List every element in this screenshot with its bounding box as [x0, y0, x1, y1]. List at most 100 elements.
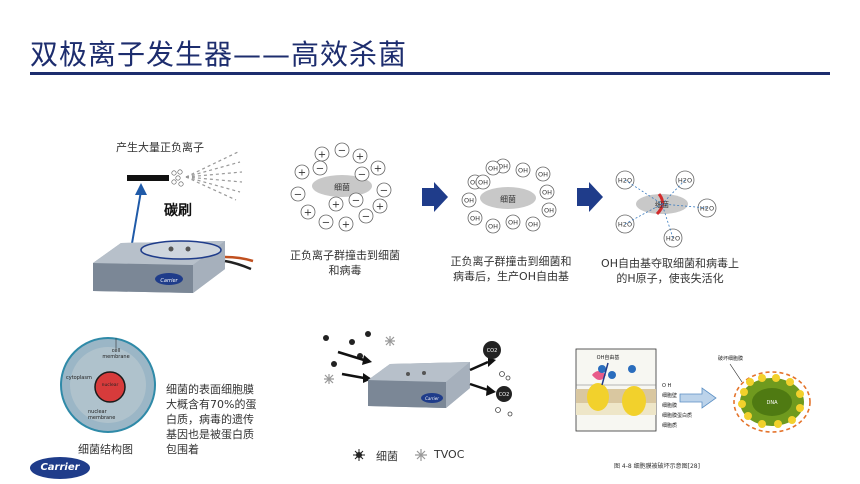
co2-label: CO2	[487, 348, 498, 354]
tvoc-legend-icon	[415, 449, 427, 461]
oh-radical-icon	[541, 202, 557, 218]
ion-charge-label: +	[298, 168, 306, 179]
oh-radical-icon	[505, 214, 521, 230]
oh-radical-icon	[515, 162, 531, 178]
cytoplasm-label: cytoplasm	[66, 375, 92, 381]
oh-radical-label: OH	[544, 207, 554, 215]
bacterium-structure-caption: 细菌结构图	[78, 443, 133, 456]
ion-charge-label: +	[304, 208, 312, 219]
ion-icon	[352, 148, 368, 164]
ion-icon	[354, 166, 370, 182]
h2o-label: H2O	[618, 177, 632, 185]
process-arrow-icon	[422, 182, 448, 212]
ion-icon	[300, 204, 316, 220]
oh-radical-label: OH	[488, 165, 498, 173]
ion-charge-label: −	[358, 170, 366, 181]
nuclear-label-outer: nuclear	[88, 409, 108, 415]
bacteria-legend-label: 细菌	[376, 450, 398, 463]
carrier-logo: Carrier	[30, 457, 90, 479]
ion-icon	[334, 142, 350, 158]
svg-text:Carrier: Carrier	[425, 396, 439, 401]
nuclear-membrane-label: membrane	[88, 415, 115, 421]
bacterium-structure-diagram: cell membrane cytoplasm nuclear nuclear …	[60, 337, 156, 433]
ion-icon	[338, 216, 354, 232]
ion-charge-label: +	[342, 220, 350, 231]
bacterium-core-label: 细菌	[655, 200, 669, 209]
bacterium-core-label: 细菌	[334, 182, 350, 192]
oh-radical-label: OH	[464, 197, 474, 205]
step3-caption: OH自由基夺取细菌和病毒上 的H原子，使丧失活化	[601, 257, 739, 285]
h2o-label: H2O	[618, 221, 632, 229]
bacterium-core-label: 细菌	[500, 194, 516, 204]
process-arrow-icon	[577, 182, 603, 212]
oh-radical-label: OH	[488, 223, 498, 231]
bacterium-description: 细菌的表面细胞膜 大概含有70%的蛋 白质，病毒的遗传 基因也是被蛋白质 包围着	[166, 383, 257, 456]
ion-icon	[376, 182, 392, 198]
ion-charge-label: +	[374, 164, 382, 175]
membrane-layer-label: 细胞膜	[662, 402, 677, 409]
page-title: 双极离子发生器——高效杀菌	[30, 38, 408, 71]
pointer-arrow-icon	[135, 183, 147, 195]
cell-membrane-label: membrane	[102, 354, 129, 360]
process-arrow-icon	[679, 387, 717, 409]
h2o-label: H2O	[666, 235, 680, 243]
oh-radical-label: OH	[528, 221, 538, 229]
ion-spray-illustration	[127, 151, 243, 201]
ion-charge-label: −	[380, 186, 388, 197]
ion-charge-label: −	[294, 190, 302, 201]
h2o-label: H2O	[700, 205, 714, 213]
oh-radical-label: OH	[478, 179, 488, 187]
oh-radical-label: OH	[498, 163, 508, 171]
purification-illustration: Carrier CO2 CO2	[323, 331, 513, 417]
damaged-bacterium-diagram: 破坏细胞膜 DNA	[718, 355, 811, 433]
ion-charge-label: −	[362, 212, 370, 223]
oh-radical-label: OH	[518, 167, 528, 175]
ion-charge-label: −	[322, 218, 330, 229]
oh-radical-label: OH	[508, 219, 518, 227]
step1-caption: 正负离子群撞击到细菌 和病毒	[290, 249, 400, 277]
carbon-brush-label: 碳刷	[164, 203, 192, 219]
ion-icon	[290, 186, 306, 202]
dna-label: DNA	[766, 400, 778, 406]
ion-output-label: 产生大量正负离子	[116, 141, 204, 154]
ion-generator-device: Carrier	[93, 183, 254, 293]
ion-charge-label: +	[376, 202, 384, 213]
ions-attack-bacterium-diagram: 细菌 +−+++−−+−+−+−−+−	[290, 142, 392, 232]
oh-radical-label: OH	[470, 215, 480, 223]
oh-radical-icon	[475, 174, 491, 190]
ion-charge-label: +	[318, 150, 326, 161]
oh-radical-label: OH	[538, 171, 548, 179]
ion-charge-label: −	[316, 164, 324, 175]
title-underline	[30, 72, 830, 75]
membrane-layer-label: O H	[662, 383, 672, 389]
membrane-layer-label: 细胞壁	[662, 392, 677, 399]
oh-radical-label: OH自由基	[597, 354, 620, 361]
ion-icon	[370, 160, 386, 176]
ion-icon	[312, 160, 328, 176]
tvoc-legend-label: TVOC	[434, 448, 465, 461]
cell-label: cell	[112, 348, 121, 354]
co2-label: CO2	[499, 392, 510, 398]
membrane-layer-label: 细胞膜蛋白质	[662, 412, 692, 419]
oh-radical-icon	[535, 166, 551, 182]
bacteria-legend-icon	[353, 449, 365, 461]
ion-icon	[318, 214, 334, 230]
ion-charge-label: −	[338, 146, 346, 157]
svg-text:Carrier: Carrier	[160, 278, 178, 284]
ion-charge-label: +	[332, 200, 340, 211]
oh-radical-label: OH	[470, 179, 480, 187]
membrane-layer-label: 细胞质	[662, 422, 677, 429]
oh-radical-icon	[485, 160, 501, 176]
oh-radical-icon	[461, 192, 477, 208]
ion-charge-label: −	[352, 196, 360, 207]
ion-charge-label: +	[356, 152, 364, 163]
step2-caption: 正负离子群撞击到细菌和 病毒后，生产OH自由基	[450, 255, 572, 283]
oh-radical-icon	[467, 210, 483, 226]
membrane-figure-caption: 图 4-8 细胞膜被破坏示意图[28]	[614, 463, 700, 470]
oh-radical-icon	[525, 216, 541, 232]
nuclear-label: nuclear	[102, 382, 119, 388]
ion-icon	[358, 208, 374, 224]
